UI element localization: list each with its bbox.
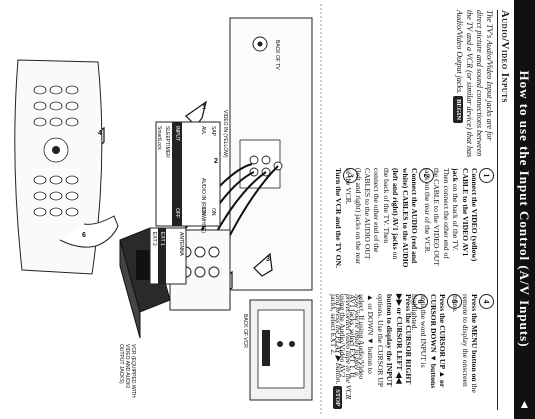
- diagram-step-callout: 3: [266, 256, 270, 263]
- title-band: [514, 0, 535, 419]
- menu-item: AVL: [200, 126, 206, 136]
- diagram-step-callout: 6: [82, 232, 86, 239]
- instruction-column: Audio/Video Inputs The TV's Audio/Video …: [322, 0, 512, 419]
- step-heading: Turn the VCR and the TV ON.: [334, 168, 343, 268]
- menu-item: SAP: [210, 126, 216, 137]
- menu-item-selected: INPUT: [174, 126, 180, 141]
- closing-note: Now you're ready to play a prerecorded v…: [332, 294, 362, 412]
- section-heading: Audio/Video Inputs: [497, 10, 510, 410]
- menu-value: ON: [200, 208, 206, 216]
- back-of-vcr-label: BACK OF VCR: [242, 314, 248, 348]
- vcr-drawing: [119, 227, 171, 339]
- back-of-tv-label: BACK OF TV: [274, 40, 280, 70]
- input-box-title: ANTENNA: [178, 232, 184, 256]
- diagram-drawing: [14, 4, 322, 415]
- connection-diagram: BACK OF TV VIDEO IN (YELLOW) AUDIO IN (R…: [14, 4, 322, 415]
- menu-value: OFF: [174, 208, 180, 218]
- stop-badge: STOP: [332, 386, 343, 410]
- intro-paragraph: The TV's Audio/Video Input jacks are for…: [453, 10, 494, 160]
- closing-text: Now you're ready to play a prerecorded v…: [334, 294, 362, 400]
- remote-control: [14, 59, 119, 275]
- diagram-step-callout: 2: [214, 158, 218, 165]
- page-title: How to use the Input Control (A/V Inputs…: [517, 70, 532, 348]
- diagram-step-callout: 1: [202, 104, 206, 111]
- intro-text: The TV's Audio/Video Input jacks are for…: [455, 10, 494, 158]
- step-3: 3 Turn the VCR and the TV ON.: [334, 168, 358, 286]
- step-number: 6: [413, 294, 428, 309]
- tv-back-panel: [229, 17, 313, 291]
- input-option: EXT 2: [151, 232, 157, 246]
- begin-badge: BEGIN: [453, 96, 463, 124]
- input-option-selected: EXT 1: [159, 232, 165, 246]
- page-tab-icon: ▲: [518, 397, 531, 411]
- input-options-box: [149, 227, 187, 285]
- tv-drawing: [249, 299, 313, 401]
- step-number: 5: [447, 294, 462, 309]
- menu-value: ON: [210, 208, 216, 216]
- input-options-text: ANTENNA EXT 1 EXT 2: [150, 228, 186, 284]
- diagram-step-callout: 4: [98, 130, 102, 137]
- menu-text-area: SAP AVL INPUT SLEEPTIMER SmartLock ON ON…: [156, 122, 220, 226]
- menu-item: SmartLock: [156, 126, 162, 150]
- video-in-label: VIDEO IN (YELLOW): [222, 110, 228, 158]
- onscreen-menu: [155, 121, 221, 227]
- step-heading: Press the MENU button on: [470, 294, 479, 382]
- step-heading: Press the CURSOR RIGHT ▶▶ or CURSOR LEFT…: [385, 294, 413, 387]
- step-number: 4: [479, 294, 494, 309]
- step-heading: Press the CURSOR UP ▲ or CURSOR DOWN ▼ b…: [428, 294, 447, 389]
- vcr-note-label: VCR (EQUIPPED WITH VIDEO AND AUDIO OUTPU…: [118, 344, 136, 398]
- step-number: 3: [343, 168, 358, 183]
- menu-item: SLEEPTIMER: [164, 126, 170, 158]
- instruction-column-inner: Audio/Video Inputs The TV's Audio/Video …: [322, 0, 512, 419]
- step-number: 2: [419, 168, 434, 183]
- step-number: 1: [479, 168, 494, 183]
